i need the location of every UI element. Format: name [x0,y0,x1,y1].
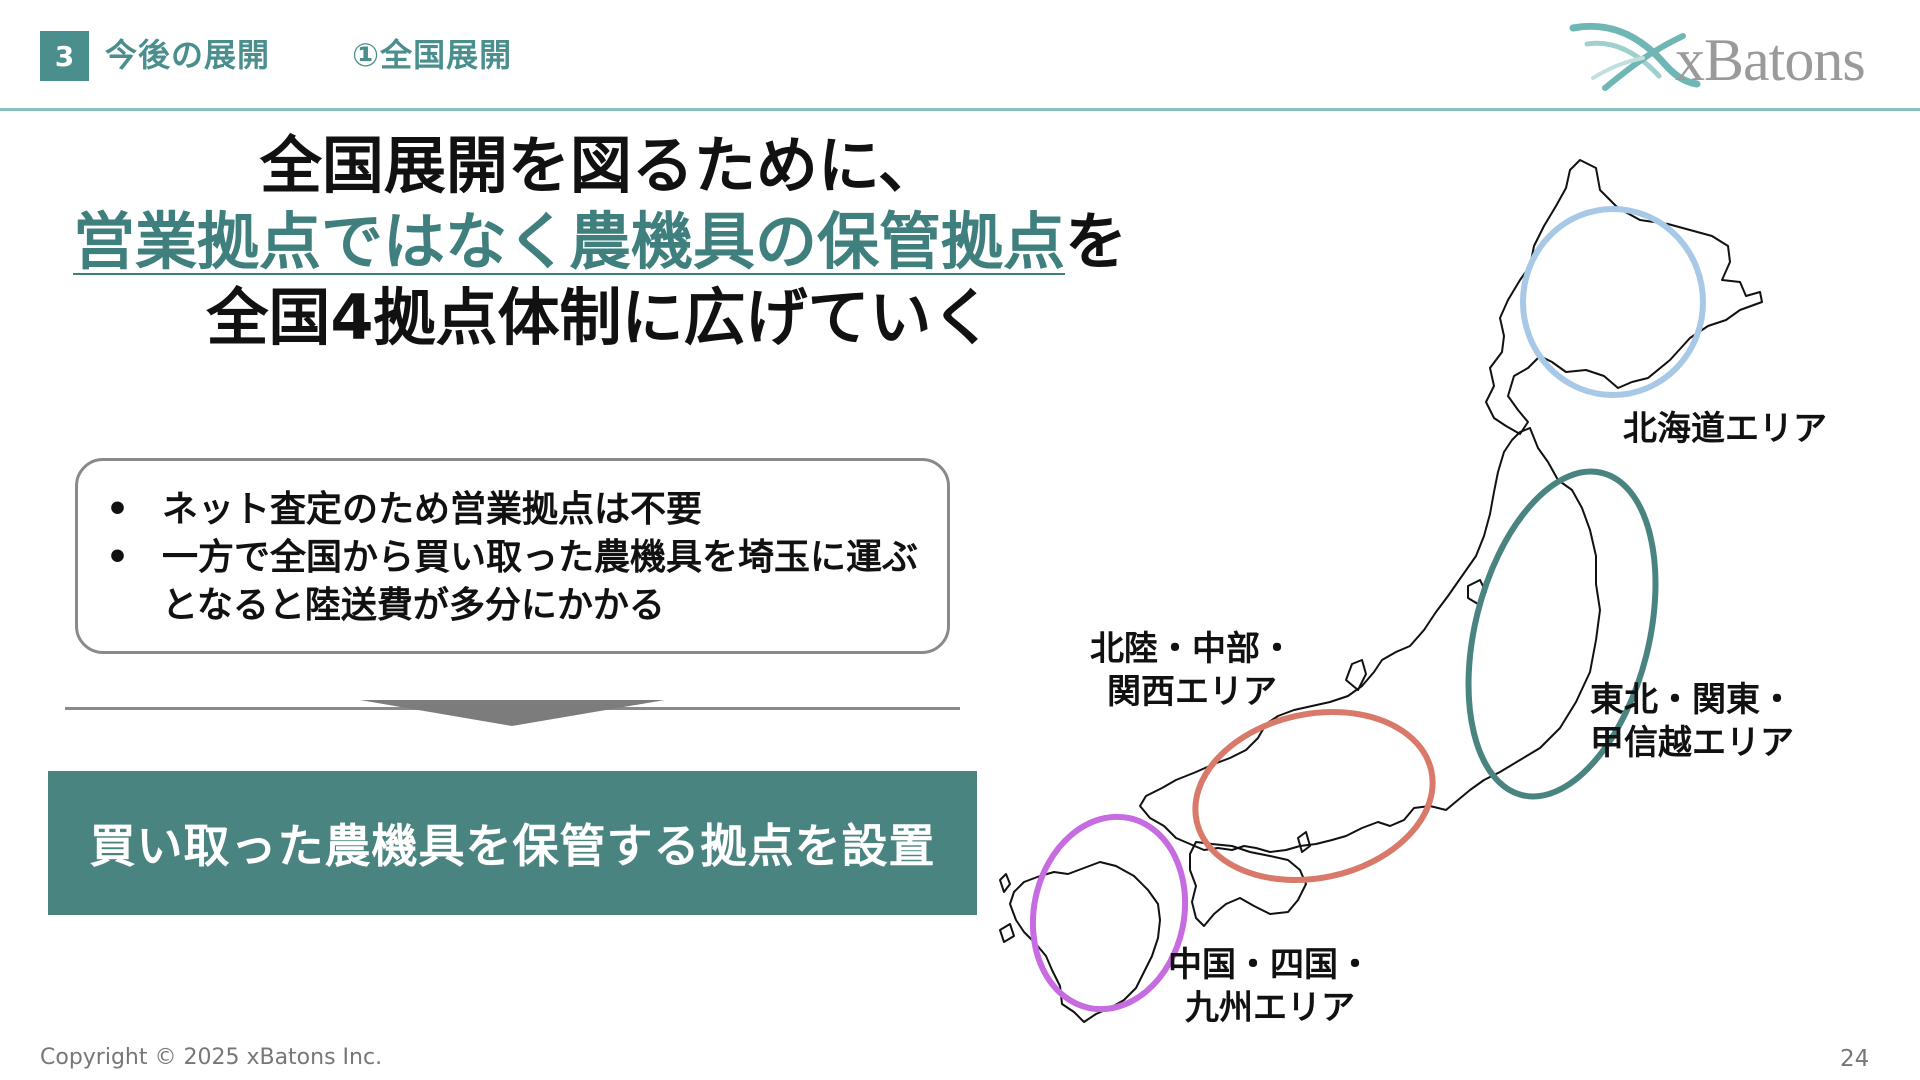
reason-item: 一方で全国から買い取った農機具を埼玉に運ぶとなると陸送費が多分にかかる [78,534,947,630]
xbatons-logo-text: xBatons [1675,27,1866,93]
hokkaido-outline [1485,159,1763,435]
hokkaido-region-ellipse [1520,206,1706,398]
headline: 全国展開を図るために、 営業拠点ではなく農機具の保管拠点を 全国4拠点体制に広げ… [50,128,1150,356]
goto-islands-outline [999,923,1015,943]
page-number: 24 [1840,1046,1870,1072]
japan-map [999,159,1763,1023]
japan-outline [999,159,1763,1023]
section-number-badge: 3 [40,31,89,81]
honshu-outline [1139,427,1601,853]
headline-line-2: 営業拠点ではなく農機具の保管拠点を [50,204,1150,280]
xbatons-logo-mark [1569,22,1701,91]
reason-item: ネット査定のため営業拠点は不要 [78,486,947,534]
awaji-island-outline [1297,831,1311,853]
header-divider [0,108,1920,111]
tsushima-outline [999,873,1011,893]
region-label-line: 関西エリア [1107,672,1277,712]
headline-line-3: 全国4拠点体制に広げていく [206,281,994,354]
region-label-kyushu: 中国・四国・ 九州エリア [1168,944,1372,1030]
section-title: 今後の展開 [105,36,271,74]
conclusion-banner: 買い取った農機具を保管する拠点を設置 [48,771,977,915]
kyushu-outline [1009,861,1161,1023]
reasons-box: ネット査定のため営業拠点は不要 一方で全国から買い取った農機具を埼玉に運ぶとなる… [75,458,950,654]
kyushu-region-ellipse [1029,813,1189,1013]
headline-highlight: 営業拠点ではなく農機具の保管拠点 [72,205,1065,278]
noto-peninsula-outline [1345,659,1367,691]
region-label-kansai: 北陸・中部・ 関西エリア [1090,628,1294,714]
tohoku-region-ellipse [1465,468,1659,800]
region-label-line: 北陸・中部・ [1090,629,1294,669]
section-subtitle: ①全国展開 [352,36,513,74]
region-label-hokkaido: 北海道エリア [1623,408,1827,451]
region-label-line: 甲信越エリア [1590,723,1794,763]
down-arrow-icon [360,700,665,726]
headline-line-2-suffix: を [1065,205,1128,278]
region-label-line: 東北・関東・ [1590,680,1794,720]
headline-line-1: 全国展開を図るために、 [259,129,941,202]
kansai-region-ellipse [1192,709,1436,883]
region-label-line: 北海道エリア [1623,409,1827,449]
region-label-tohoku: 東北・関東・ 甲信越エリア [1590,679,1794,765]
shikoku-outline [1189,841,1307,927]
reasons-list: ネット査定のため営業拠点は不要 一方で全国から買い取った農機具を埼玉に運ぶとなる… [78,461,947,630]
region-label-line: 中国・四国・ [1168,945,1372,985]
copyright-text: Copyright © 2025 xBatons Inc. [40,1045,383,1070]
region-label-line: 九州エリア [1185,988,1355,1028]
